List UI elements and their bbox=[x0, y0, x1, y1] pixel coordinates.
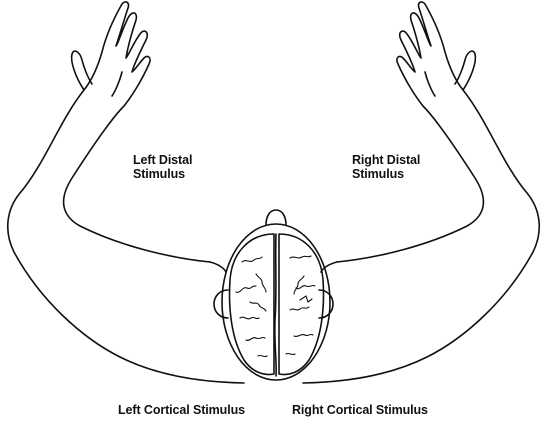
left-distal-stimulus-label: Left Distal Stimulus bbox=[133, 153, 192, 181]
right-arm-outline bbox=[303, 2, 539, 383]
left-arm-outline bbox=[8, 2, 244, 383]
right-cortical-stimulus-label: Right Cortical Stimulus bbox=[292, 403, 428, 417]
left-hand-crease bbox=[112, 72, 122, 96]
left-shoulder-line bbox=[210, 262, 226, 272]
right-hand-crease bbox=[425, 72, 435, 96]
right-distal-line1: Right Distal bbox=[352, 153, 420, 167]
right-distal-stimulus-label: Right Distal Stimulus bbox=[352, 153, 420, 181]
left-distal-line1: Left Distal bbox=[133, 153, 192, 167]
right-distal-line2: Stimulus bbox=[352, 167, 420, 181]
right-gyri bbox=[286, 256, 315, 355]
left-cortical-stimulus-label: Left Cortical Stimulus bbox=[118, 403, 245, 417]
left-distal-line2: Stimulus bbox=[133, 167, 192, 181]
right-ear-outline bbox=[319, 290, 333, 318]
nose-outline bbox=[266, 210, 286, 225]
longitudinal-fissure bbox=[275, 234, 276, 376]
left-ear-outline bbox=[214, 290, 228, 318]
left-gyri bbox=[236, 257, 267, 357]
